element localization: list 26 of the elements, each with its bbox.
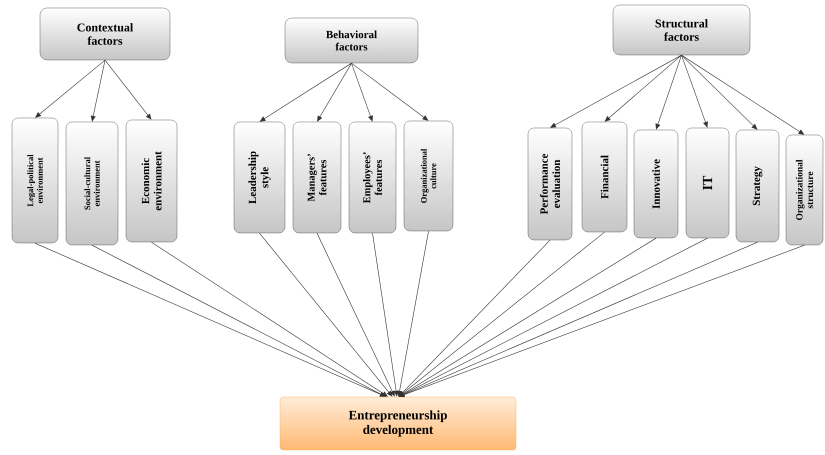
factor-box: IT — [686, 128, 730, 238]
factor-box: Managers’ features — [292, 122, 342, 234]
factor-box: Legal-political environment — [12, 118, 58, 244]
category-box: Contextual factors — [40, 8, 170, 60]
factor-box: Organizational culture — [404, 120, 454, 232]
factor-box: Organizational structure — [786, 134, 824, 246]
arrow — [260, 62, 352, 122]
factor-box: Leadership style — [234, 122, 286, 234]
arrow — [681, 54, 804, 135]
category-box: Behavioral factors — [284, 18, 418, 64]
factor-box: Social-cultural environment — [66, 122, 118, 246]
arrow — [35, 60, 106, 118]
arrow — [92, 244, 386, 397]
category-box: Structural factors — [612, 4, 750, 56]
factor-box: Strategy — [736, 130, 780, 242]
arrow — [681, 54, 758, 130]
arrow — [604, 54, 682, 122]
factor-box: Innovative — [634, 130, 678, 238]
factor-box: Financial — [582, 122, 628, 232]
outcome-box: Entrepreneurship development — [280, 396, 516, 450]
factor-box: Economic environment — [126, 120, 178, 242]
arrow — [34, 242, 386, 397]
arrow — [550, 54, 682, 128]
arrow — [351, 62, 428, 121]
factor-box: Performance evaluation — [528, 128, 572, 240]
factor-box: Employees’ features — [348, 122, 396, 234]
